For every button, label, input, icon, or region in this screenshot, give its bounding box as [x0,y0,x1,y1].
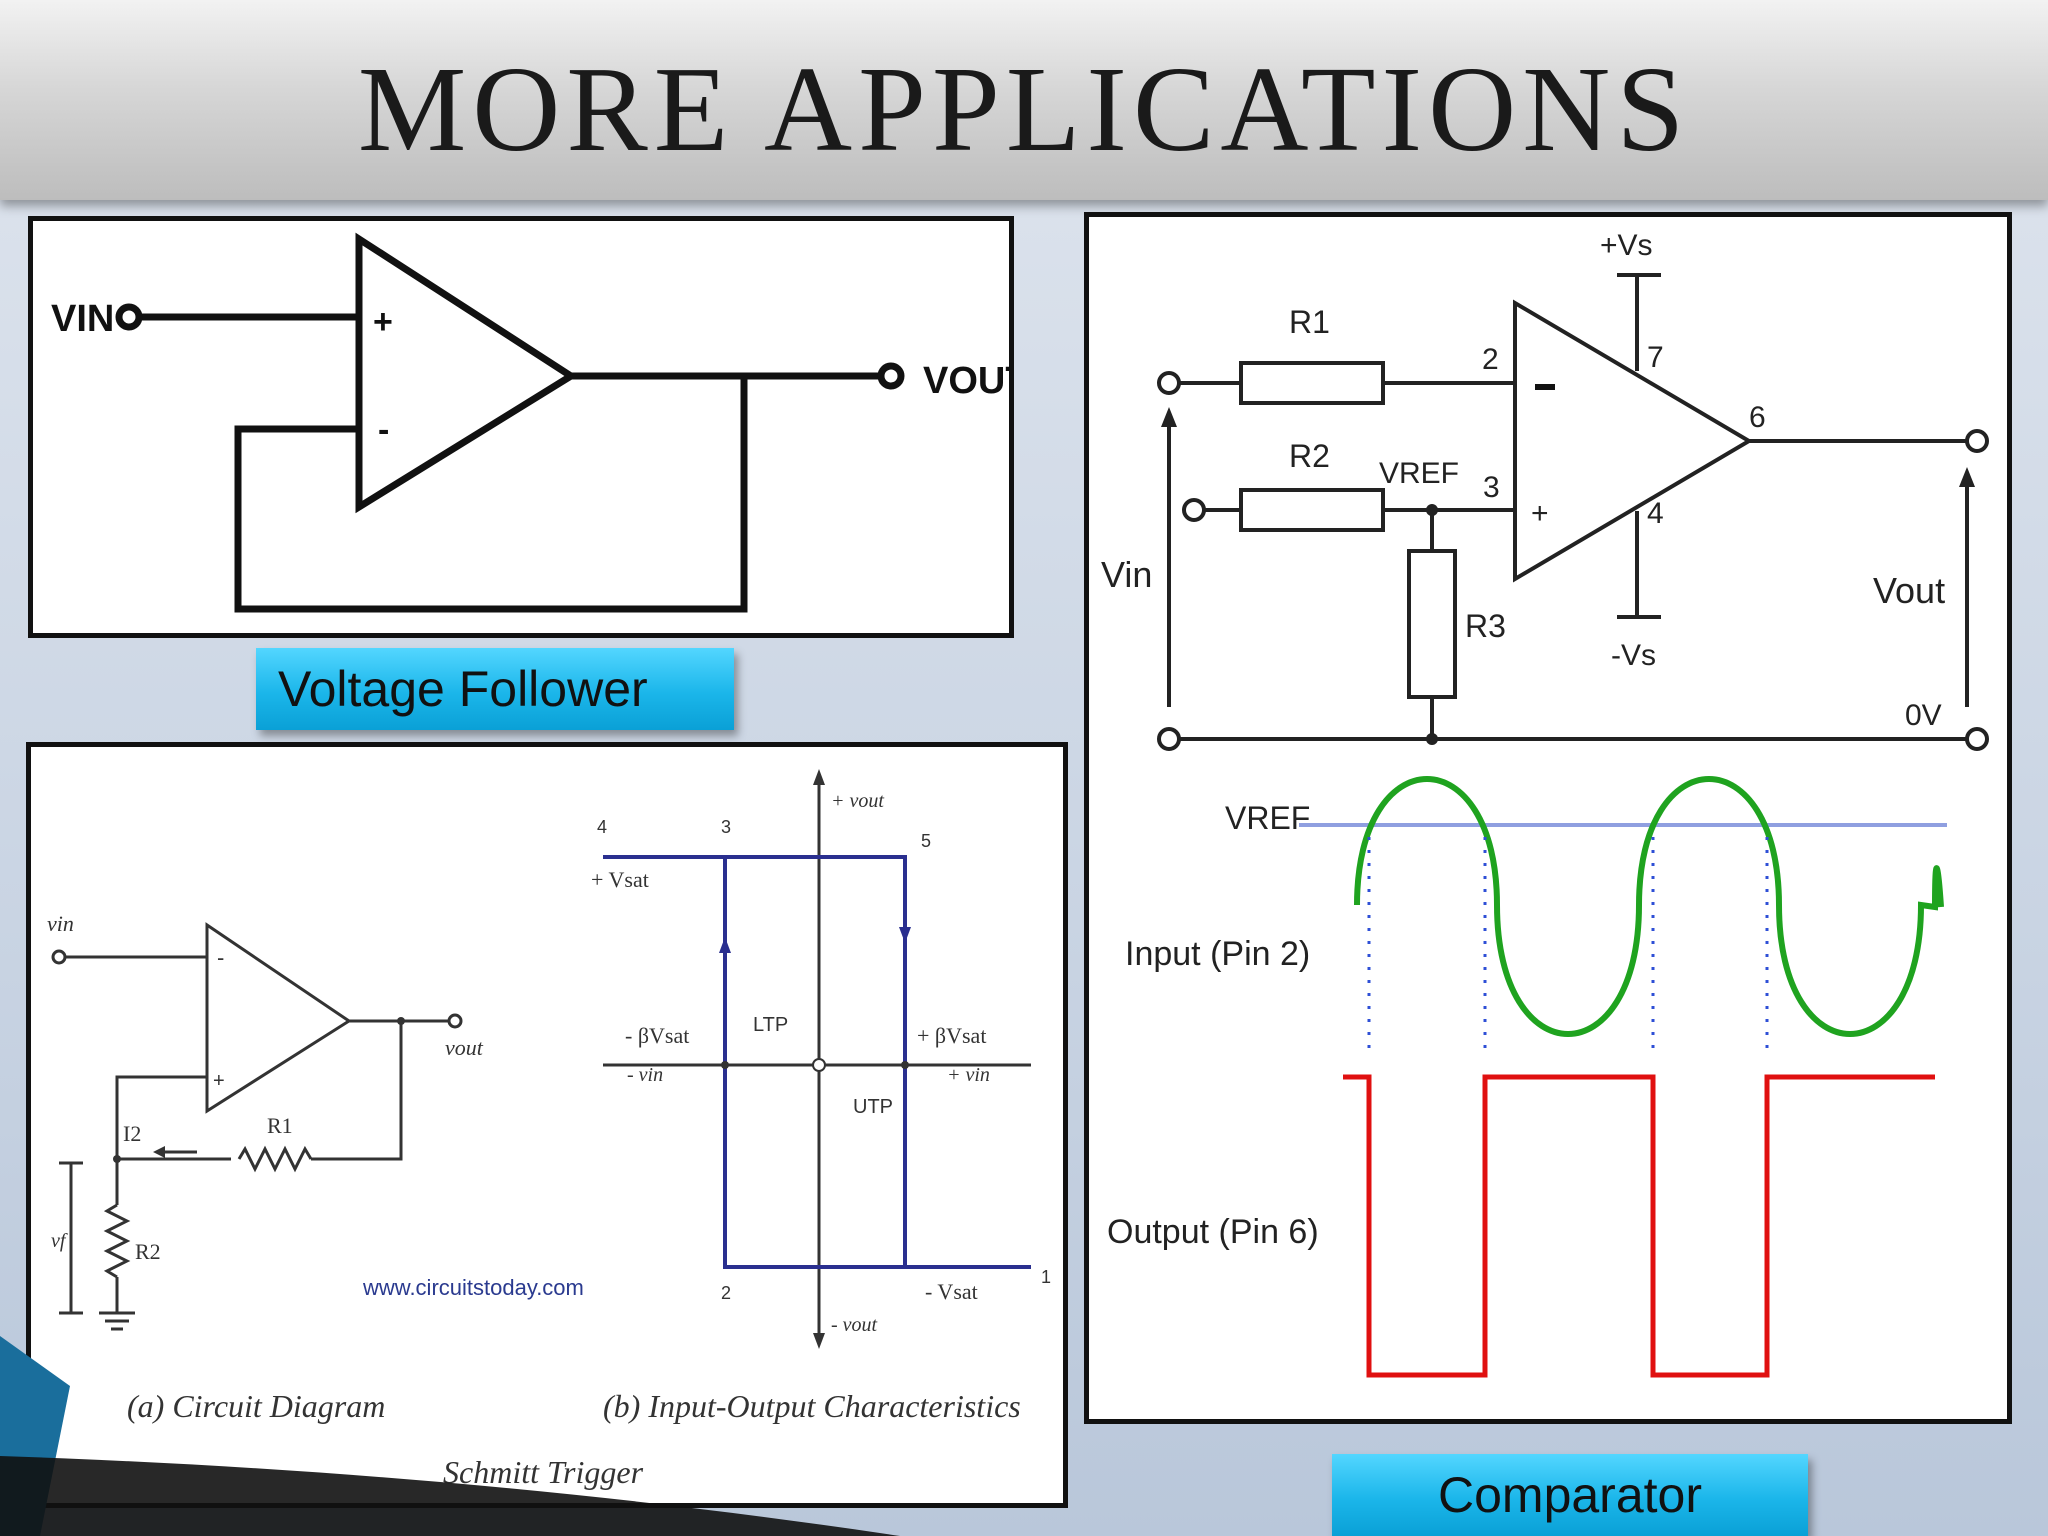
plus-vsat-label: + Vsat [591,867,649,892]
caption-b: (b) Input-Output Characteristics [603,1388,1021,1424]
point-3-label: 3 [721,817,731,837]
minus-vout-label: - vout [831,1314,878,1336]
voltage-follower-label-box: Voltage Follower [256,648,734,730]
r2-zigzag [103,1203,131,1279]
vref-wave-label: VREF [1225,800,1310,836]
caption-a: (a) Circuit Diagram [127,1388,385,1424]
corner-swoosh-decoration [0,1336,900,1536]
comp-vin-label: Vin [1101,554,1152,595]
point-1-label: 1 [1041,1267,1051,1287]
utp-label: UTP [853,1096,893,1118]
r3-label: R3 [1465,608,1506,644]
output-wave-label: Output (Pin 6) [1107,1213,1319,1251]
ltp-label: LTP [753,1014,788,1036]
vin-terminal [115,303,143,331]
schmitt-trigger-panel: - + vin vout R1 R2 I2 vf www.circuitstod… [26,742,1068,1508]
input-sine-wave [1354,776,1944,1037]
pin7-label: 7 [1647,341,1664,374]
pin6-label: 6 [1749,401,1766,434]
point-4-label: 4 [597,817,607,837]
vf-minus-label: - [378,411,389,449]
plus-vout-label: + vout [831,790,884,812]
voltage-follower-diagram: VIN VOUT + - [51,232,1029,613]
title-bar: MORE APPLICATIONS [0,0,2048,200]
opamp-triangle [355,232,578,514]
website-label: www.circuitstoday.com [362,1275,584,1300]
vout-terminal [877,362,905,390]
r2-label: R2 [1289,438,1330,474]
minus-beta-vsat-label: - βVsat [625,1023,689,1048]
minus-vsat-label: - Vsat [925,1279,978,1304]
comparator-label: Comparator [1438,1467,1702,1523]
schmitt-i2-label: I2 [123,1121,141,1146]
point-5-label: 5 [921,831,931,851]
pin4-label: 4 [1647,497,1664,530]
schmitt-opamp [205,922,352,1114]
zero-v-label: 0V [1905,699,1942,732]
svg-text:+: + [213,1070,225,1092]
vf-vout-label: VOUT [923,360,1009,402]
neg-supply-label: -Vs [1611,639,1656,672]
schmitt-trigger-diagram: - + vin vout R1 R2 I2 vf www.circuitstod… [47,769,1051,1490]
comparator-diagram: + R1 R2 R3 VREF +Vs -Vs 2 3 4 6 7 Vin Vo… [1101,229,1989,1378]
pos-supply-label: +Vs [1600,229,1653,262]
slide-title: MORE APPLICATIONS [357,42,1691,177]
input-wave-label: Input (Pin 2) [1125,935,1310,973]
pin2-label: 2 [1482,343,1499,376]
point-2-label: 2 [721,1283,731,1303]
voltage-follower-label: Voltage Follower [278,661,648,717]
plus-vin-label: + vin [947,1064,990,1086]
vf-plus-label: + [373,303,393,341]
svg-text:-: - [217,945,224,970]
vf-vin-label: VIN [51,298,114,340]
r1-resistor [1239,361,1385,405]
caption-main: Schmitt Trigger [443,1454,644,1490]
comparator-label-box: Comparator [1332,1454,1808,1536]
comp-vout-label: Vout [1873,570,1945,611]
schmitt-vout-label: vout [445,1035,484,1060]
r2-resistor [1239,488,1385,532]
schmitt-r2-label: R2 [135,1239,161,1264]
comp-plus-sign: + [1531,497,1549,530]
r3-resistor [1407,549,1457,699]
comparator-panel: + R1 R2 R3 VREF +Vs -Vs 2 3 4 6 7 Vin Vo… [1084,212,2012,1424]
pin3-label: 3 [1483,471,1500,504]
schmitt-vin-label: vin [47,911,74,936]
r1-zigzag [237,1145,313,1173]
schmitt-r1-label: R1 [267,1113,293,1138]
r1-label: R1 [1289,304,1330,340]
vref-label: VREF [1379,457,1459,490]
voltage-follower-panel: VIN VOUT + - [28,216,1029,638]
schmitt-vf-label: vf [51,1230,68,1252]
plus-beta-vsat-label: + βVsat [917,1023,986,1048]
minus-vin-label: - vin [627,1064,663,1086]
hysteresis-loop [603,855,1031,1269]
output-square-wave [1343,1074,1935,1378]
comparator-opamp [1513,299,1753,583]
